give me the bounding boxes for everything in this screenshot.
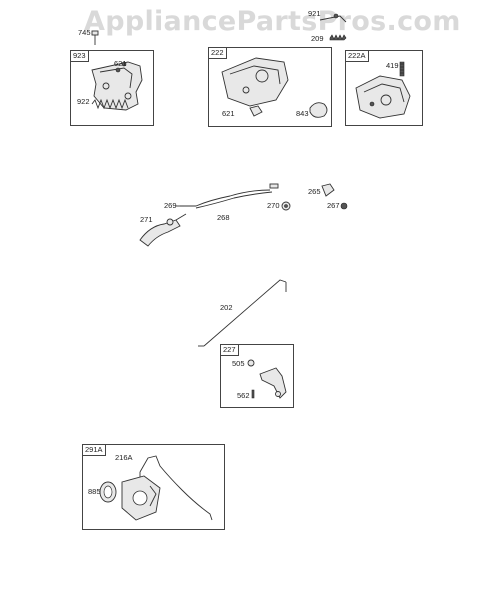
- part-222-bracket: [221, 57, 289, 117]
- part-227-lever: [259, 367, 287, 399]
- callout-209: 209: [311, 34, 324, 43]
- callout-922: 922: [77, 97, 90, 106]
- part-562-screw: [251, 389, 255, 399]
- part-291A-governor: [121, 475, 161, 521]
- callout-885: 885: [88, 487, 101, 496]
- callout-745: 745: [78, 28, 91, 37]
- group-tag-923: 923: [71, 51, 89, 62]
- watermark: AppliancePartsPros.com: [84, 6, 461, 37]
- part-222A-bracket: [355, 61, 411, 119]
- part-267-nut: [340, 202, 348, 210]
- group-tag-222: 222: [209, 48, 227, 59]
- part-270-nut: [281, 201, 291, 211]
- part-268-cable: [176, 183, 279, 209]
- part-209-spring: [319, 13, 347, 41]
- callout-271: 271: [140, 215, 153, 224]
- callout-562: 562: [237, 391, 250, 400]
- callout-921: 921: [308, 9, 321, 18]
- callout-621-b: 621: [222, 109, 235, 118]
- callout-621-a: 621: [114, 59, 127, 68]
- part-922-spring: [91, 98, 129, 110]
- part-505-nut: [247, 359, 255, 367]
- part-843-cover: [309, 102, 328, 118]
- callout-268: 268: [217, 213, 230, 222]
- callout-270: 270: [267, 201, 280, 210]
- part-923-control-bracket: [91, 61, 143, 111]
- callout-269: 269: [164, 201, 177, 210]
- callout-267: 267: [327, 201, 340, 210]
- callout-419: 419: [386, 61, 399, 70]
- callout-505: 505: [232, 359, 245, 368]
- part-745-screw: [91, 30, 99, 45]
- callout-216A: 216A: [115, 453, 133, 462]
- part-202-link-rod: [198, 279, 287, 347]
- callout-202: 202: [220, 303, 233, 312]
- callout-843: 843: [296, 109, 309, 118]
- part-885-gasket: [99, 481, 117, 503]
- part-265-clip: [321, 183, 335, 197]
- callout-265: 265: [308, 187, 321, 196]
- part-271-lever: [139, 213, 187, 247]
- group-tag-222A: 222A: [346, 51, 369, 62]
- group-tag-227: 227: [221, 345, 239, 356]
- group-box-227: 227: [220, 344, 294, 408]
- group-tag-291A: 291A: [83, 445, 106, 456]
